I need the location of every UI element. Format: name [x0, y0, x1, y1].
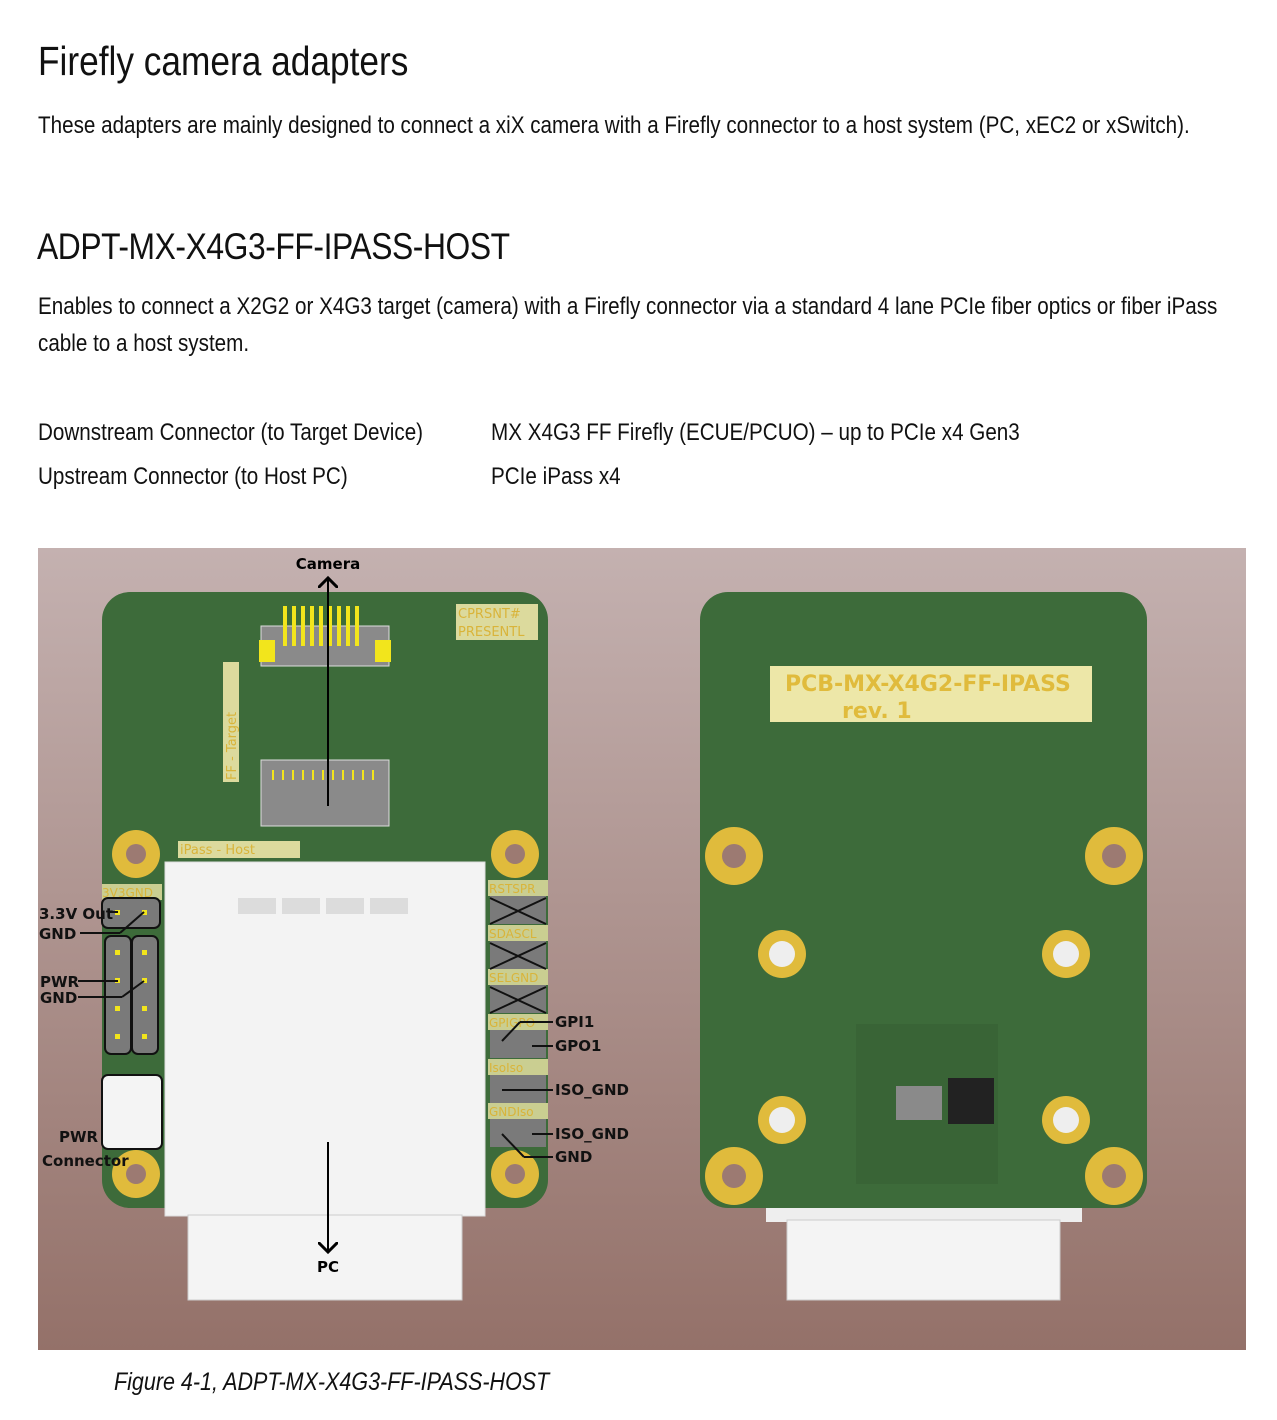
silk-gndiso: GNDIso [489, 1105, 534, 1119]
board-label [770, 666, 1092, 722]
silk-cprsnt: CPRSNT# [458, 607, 521, 622]
callout-pwr-connector-2: Connector [42, 1152, 129, 1170]
spec-value-downstream: MX X4G3 FF Firefly (ECUE/PCUO) – up to P… [491, 419, 1020, 446]
callout-gpi1: GPI1 [555, 1013, 594, 1031]
callout-pwr: PWR [40, 973, 80, 991]
board-revision: rev. 1 [842, 699, 912, 724]
callout-iso-gnd-2: ISO_GND [555, 1125, 629, 1143]
figure-caption: Figure 4-1, ADPT-MX-X4G3-FF-IPASS-HOST [114, 1368, 550, 1396]
spec-label-downstream: Downstream Connector (to Target Device) [38, 419, 424, 446]
section-heading: ADPT-MX-X4G3-FF-IPASS-HOST [37, 226, 510, 267]
callout-3v3-out: 3.3V Out [39, 905, 113, 923]
silk-gpigpo: GPIGPO [489, 1016, 535, 1030]
silk-ff-target: FF - Target [225, 712, 240, 780]
callout-gnd-3: GND [555, 1148, 592, 1166]
power-connector [101, 1074, 163, 1150]
callout-iso-gnd-1: ISO_GND [555, 1081, 629, 1099]
intro-text: These adapters are mainly designed to co… [38, 112, 1190, 139]
silk-rstspr: RSTSPR [489, 882, 535, 896]
pcb-back: PCB-MX-X4G2-FF-IPASS rev. 1 [700, 592, 1147, 1301]
silk-3v3gnd: 3V3GND [102, 886, 153, 900]
ipass-connector [164, 861, 486, 1217]
camera-connector [260, 625, 390, 667]
silk-sdascl: SDASCL [489, 927, 537, 941]
silk-isoiso: IsoIso [489, 1061, 523, 1075]
arrow-label-camera: Camera [296, 555, 360, 573]
section-description-cont: cable to a host system. [38, 330, 250, 357]
callout-gpo1: GPO1 [555, 1037, 602, 1055]
section-description: Enables to connect a X2G2 or X4G3 target… [38, 293, 1218, 320]
spec-label-upstream: Upstream Connector (to Host PC) [38, 463, 348, 490]
board-name: PCB-MX-X4G2-FF-IPASS [785, 672, 1071, 697]
pcb-front: CPRSNT# PRESENTL FF - Target iPass - Hos… [39, 555, 629, 1301]
silk-selgnd: SELGND [489, 971, 538, 985]
silk-ipass-host: iPass - Host [180, 843, 255, 858]
spec-value-upstream: PCIe iPass x4 [491, 463, 621, 490]
page-title: Firefly camera adapters [38, 38, 409, 84]
pcb-figure: CPRSNT# PRESENTL FF - Target iPass - Hos… [38, 548, 1246, 1350]
silk-presentl: PRESENTL [458, 625, 525, 640]
callout-pwr-connector-1: PWR [59, 1128, 99, 1146]
firefly-connector [260, 759, 390, 827]
callout-gnd-2: GND [40, 989, 77, 1007]
callout-gnd-1: GND [39, 925, 76, 943]
arrow-label-pc: PC [317, 1258, 339, 1276]
